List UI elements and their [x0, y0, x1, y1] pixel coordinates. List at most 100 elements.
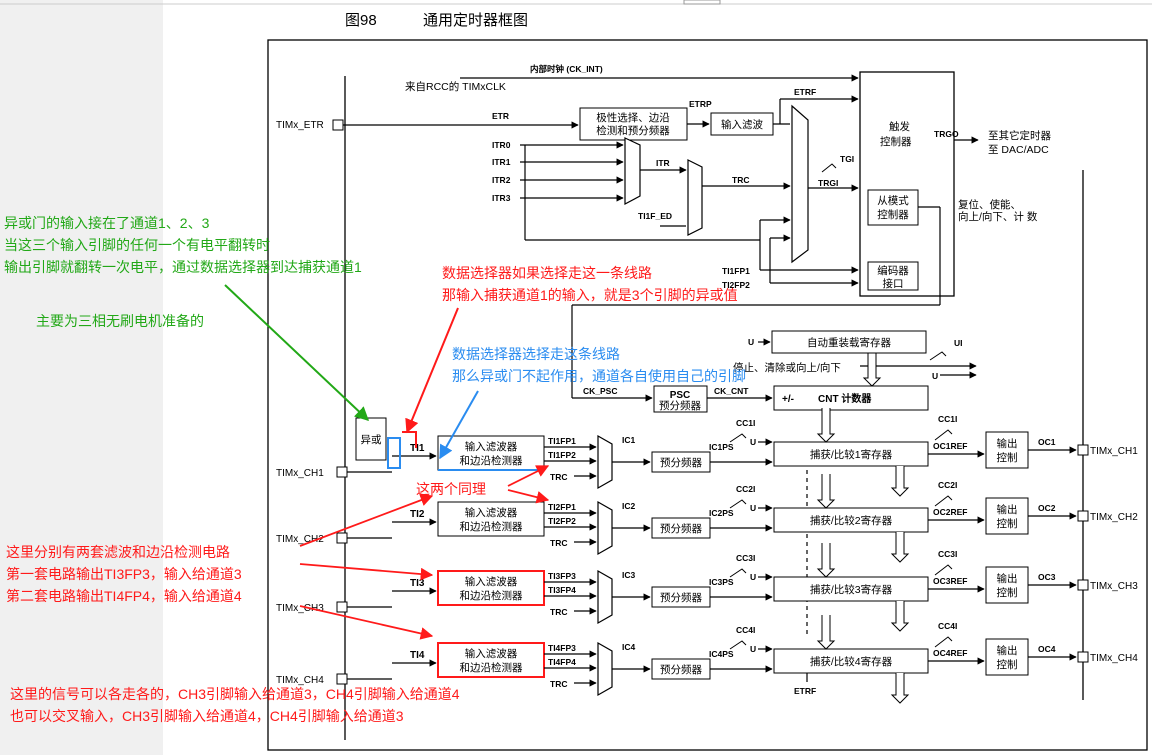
ch3-ic-label: IC3	[622, 570, 636, 580]
ch4-u-label: U	[750, 644, 756, 654]
itr3-label: ITR3	[492, 193, 511, 203]
ch4-filter-block	[437, 642, 545, 678]
trgo-label: TRGO	[934, 129, 959, 139]
ch4-out-pin-box	[1077, 651, 1089, 663]
arr-to-cnt-arrow	[862, 352, 882, 387]
tgi-lightning	[821, 163, 837, 173]
polarity-label-2: 检测和预分频器	[596, 124, 670, 137]
blue-highlight	[387, 437, 401, 469]
stop-clear-label: 停止、清除或向上/向下	[733, 361, 841, 374]
etrf-bottom-label: ETRF	[794, 686, 816, 696]
ch1-ic-label: IC1	[622, 435, 636, 445]
ch3-pin-box	[336, 601, 348, 613]
reset-label-2: 向上/向下、计 数	[958, 210, 1038, 223]
ch4-ti-label: TI4	[410, 650, 425, 661]
red-mux-arrow	[405, 307, 459, 434]
trgi-label: TRGI	[818, 178, 838, 188]
red-two-arrow-2	[299, 563, 434, 581]
ch2-oc-label: OC2	[1038, 503, 1056, 513]
ch3-filter-label-2: 和边沿检测器	[460, 589, 523, 602]
ch3-filter-label-1: 输入滤波器	[465, 575, 518, 588]
ch2-fp1-label: TI2FP1	[548, 502, 576, 512]
ch4-output-block	[985, 638, 1029, 676]
slave-label-1: 从模式	[877, 194, 909, 207]
ch2-filter-block	[437, 501, 545, 537]
ch1-filter-label-1: 输入滤波器	[465, 440, 518, 453]
ch1-fp2-label: TI1FP2	[548, 450, 576, 460]
ch1-fp1-label: TI1FP1	[548, 436, 576, 446]
ch3-ti-label: TI3	[410, 578, 425, 589]
ch4-prescaler-label: 预分频器	[660, 663, 702, 676]
rcc-clock-label: 来自RCC的 TIMxCLK	[405, 80, 506, 93]
xor-gate	[355, 417, 387, 461]
ck-cnt-label: CK_CNT	[714, 386, 749, 396]
ch1-ocref-label: OC1REF	[933, 441, 967, 451]
ch3-trc-label: TRC	[550, 607, 567, 617]
ch2-cci-label: CC2I	[736, 484, 755, 494]
ch3-ocref-label: OC3REF	[933, 576, 967, 586]
etr-pin-box	[332, 119, 344, 131]
ch4-ccr-block	[773, 648, 929, 674]
ch4-oc-lightning	[934, 636, 953, 648]
green-note-3: 输出引脚就翻转一次电平，通过数据选择器到达捕获通道1	[4, 259, 362, 275]
ch3-prescaler-label: 预分频器	[660, 591, 702, 604]
blue-note-1: 数据选择器选择走这条线路	[452, 346, 620, 362]
ch3-ic-mux	[597, 569, 613, 625]
ch1-out-pin-box	[1077, 444, 1089, 456]
ch1-filter-label-2: 和边沿检测器	[460, 454, 523, 467]
green-note-2: 当这三个输入引脚的任何一个有电平翻转时	[4, 237, 270, 253]
ch3-out-pin-box	[1077, 579, 1089, 591]
ch1-out-pin-label: TIMx_CH1	[1090, 446, 1138, 457]
ch3-output-label-1: 输出	[997, 572, 1018, 585]
ch2-u-label: U	[750, 503, 756, 513]
ch2-ic-label: IC2	[622, 501, 636, 511]
etrf-label: ETRF	[794, 87, 816, 97]
itr-label: ITR	[656, 158, 670, 168]
ch3-oc-cci-label: CC3I	[938, 549, 957, 559]
ch1-ic-mux	[597, 434, 613, 490]
ch4-output-label-2: 控制	[997, 658, 1018, 671]
ch4-ic-label: IC4	[622, 642, 636, 652]
scroll-thumb[interactable]	[683, 0, 721, 5]
ch1-oc-label: OC1	[1038, 437, 1056, 447]
red-same-arrow-1	[507, 465, 550, 487]
ch1-pin-label: TIMx_CH1	[276, 468, 324, 479]
ui-u-label: U	[932, 371, 938, 381]
ch1-icps-label: IC1PS	[709, 442, 734, 452]
reset-label-1: 复位、使能、	[958, 198, 1021, 211]
ch1-output-label-1: 输出	[997, 437, 1018, 450]
red-two-arrow-1	[299, 494, 434, 547]
ch1-ccr-cnt-arrow	[816, 408, 836, 443]
ch3-cci-lightning	[729, 568, 747, 578]
ch2-ti-label: TI2	[410, 509, 425, 520]
ch2-ccr-block	[773, 507, 929, 533]
slave-label-2: 控制器	[877, 208, 909, 221]
red-two-note-1: 这里分别有两套滤波和边沿检测电路	[6, 544, 230, 560]
ch2-output-label-2: 控制	[997, 517, 1018, 530]
ch1-ccr-block	[773, 441, 929, 467]
cnt-label: CNT 计数器	[818, 392, 872, 405]
psc-block	[653, 385, 708, 413]
ch4-output-label-1: 输出	[997, 644, 1018, 657]
trigger-controller-block	[859, 71, 955, 297]
ch4-icps-label: IC4PS	[709, 649, 734, 659]
ch3-ccr-label: 捕获/比较3寄存器	[810, 583, 893, 596]
ch3-ccr-block	[773, 576, 929, 602]
ch3-u-label: U	[750, 572, 756, 582]
figure-frame	[267, 39, 1148, 751]
ch2-icps-label: IC2PS	[709, 508, 734, 518]
xor-label: 异或	[361, 434, 382, 446]
ch3-output-block	[985, 566, 1029, 604]
ch4-ccr-label: 捕获/比较4寄存器	[810, 655, 893, 668]
red-same-note: 这两个同理	[416, 481, 486, 497]
ch1-u-label: U	[750, 437, 756, 447]
ch4-pin-box	[336, 673, 348, 685]
figure-number: 图98	[345, 12, 377, 29]
ch1-filter-block	[437, 435, 545, 471]
blue-arrow	[439, 390, 479, 460]
ui-label: UI	[954, 338, 963, 348]
ch2-ic-mux	[597, 500, 613, 556]
ch2-filter-label-2: 和边沿检测器	[460, 520, 523, 533]
